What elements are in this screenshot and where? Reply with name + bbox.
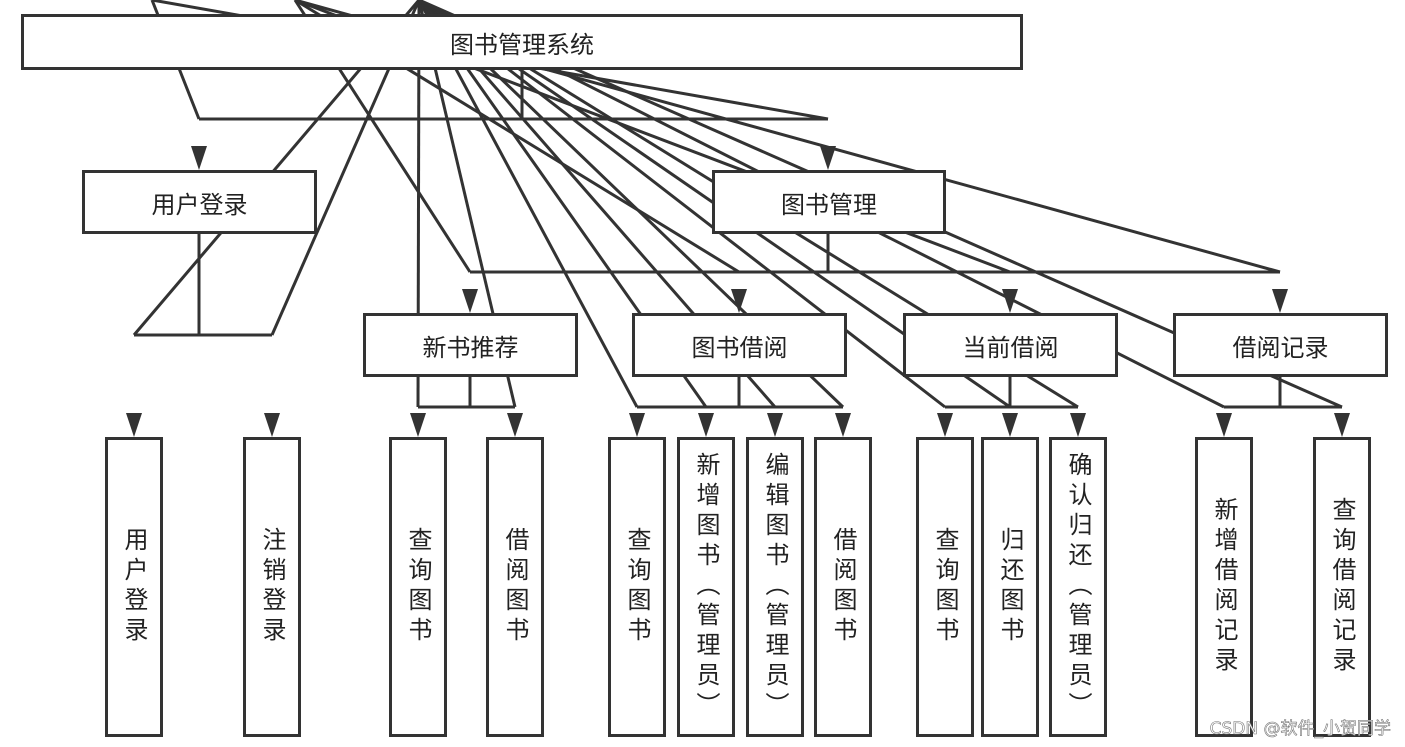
leaf-node: 确认归还（管理员） [1049, 437, 1107, 737]
arrow-head [937, 413, 953, 437]
node-book-management: 图书管理 [712, 170, 946, 234]
leaf-label: 编辑图书（管理员） [761, 452, 789, 722]
node-label: 当前借阅 [962, 333, 1059, 362]
leaf-label: 借阅图书 [829, 527, 857, 647]
node-label: 用户登录 [151, 190, 248, 219]
leaf-label: 确认归还（管理员） [1064, 452, 1092, 722]
arrow-head [264, 413, 280, 437]
arrow-head [410, 413, 426, 437]
leaf-node: 查询借阅记录 [1313, 437, 1371, 737]
arrow-head [1070, 413, 1086, 437]
arrow-head [1002, 289, 1018, 313]
leaf-node: 归还图书 [981, 437, 1039, 737]
leaf-label: 查询借阅记录 [1328, 497, 1356, 677]
leaf-node: 用户登录 [105, 437, 163, 737]
leaf-node: 编辑图书（管理员） [746, 437, 804, 737]
arrow-head [820, 146, 836, 170]
arrow-head [731, 289, 747, 313]
leaf-label: 查询图书 [931, 527, 959, 647]
arrow-head [1002, 413, 1018, 437]
arrow-head [1272, 289, 1288, 313]
root-label: 图书管理系统 [450, 30, 594, 59]
leaf-node: 查询图书 [916, 437, 974, 737]
arrow-head [462, 289, 478, 313]
node-4: 借阅记录 [1173, 313, 1388, 377]
arrow-head [1216, 413, 1232, 437]
node-label: 图书借阅 [691, 333, 788, 362]
arrow-head [507, 413, 523, 437]
arrow-head [835, 413, 851, 437]
arrow-head [126, 413, 142, 437]
node-label: 借阅记录 [1232, 333, 1329, 362]
arrow-head [698, 413, 714, 437]
leaf-label: 新增图书（管理员） [692, 452, 720, 722]
arrow-head [629, 413, 645, 437]
node-label: 图书管理 [781, 190, 877, 219]
node-2: 图书借阅 [632, 313, 847, 377]
leaf-node: 注销登录 [243, 437, 301, 737]
leaf-node: 借阅图书 [486, 437, 544, 737]
leaf-label: 用户登录 [120, 527, 148, 647]
leaf-node: 新增图书（管理员） [677, 437, 735, 737]
leaf-label: 注销登录 [258, 527, 286, 647]
leaf-node: 查询图书 [389, 437, 447, 737]
node-user-login: 用户登录 [82, 170, 317, 234]
leaf-label: 查询图书 [623, 527, 651, 647]
node-1: 新书推荐 [363, 313, 578, 377]
leaf-label: 查询图书 [404, 527, 432, 647]
arrow-head [1334, 413, 1350, 437]
leaf-label: 新增借阅记录 [1210, 497, 1238, 677]
leaf-node: 新增借阅记录 [1195, 437, 1253, 737]
leaf-node: 借阅图书 [814, 437, 872, 737]
leaf-label: 归还图书 [996, 527, 1024, 647]
node-label: 新书推荐 [422, 333, 519, 362]
root-node: 图书管理系统 [21, 14, 1023, 70]
watermark: CSDN @软件_小贺同学 [1209, 719, 1391, 740]
leaf-node: 查询图书 [608, 437, 666, 737]
node-3: 当前借阅 [903, 313, 1118, 377]
arrow-head [191, 146, 207, 170]
leaf-label: 借阅图书 [501, 527, 529, 647]
arrow-head [767, 413, 783, 437]
